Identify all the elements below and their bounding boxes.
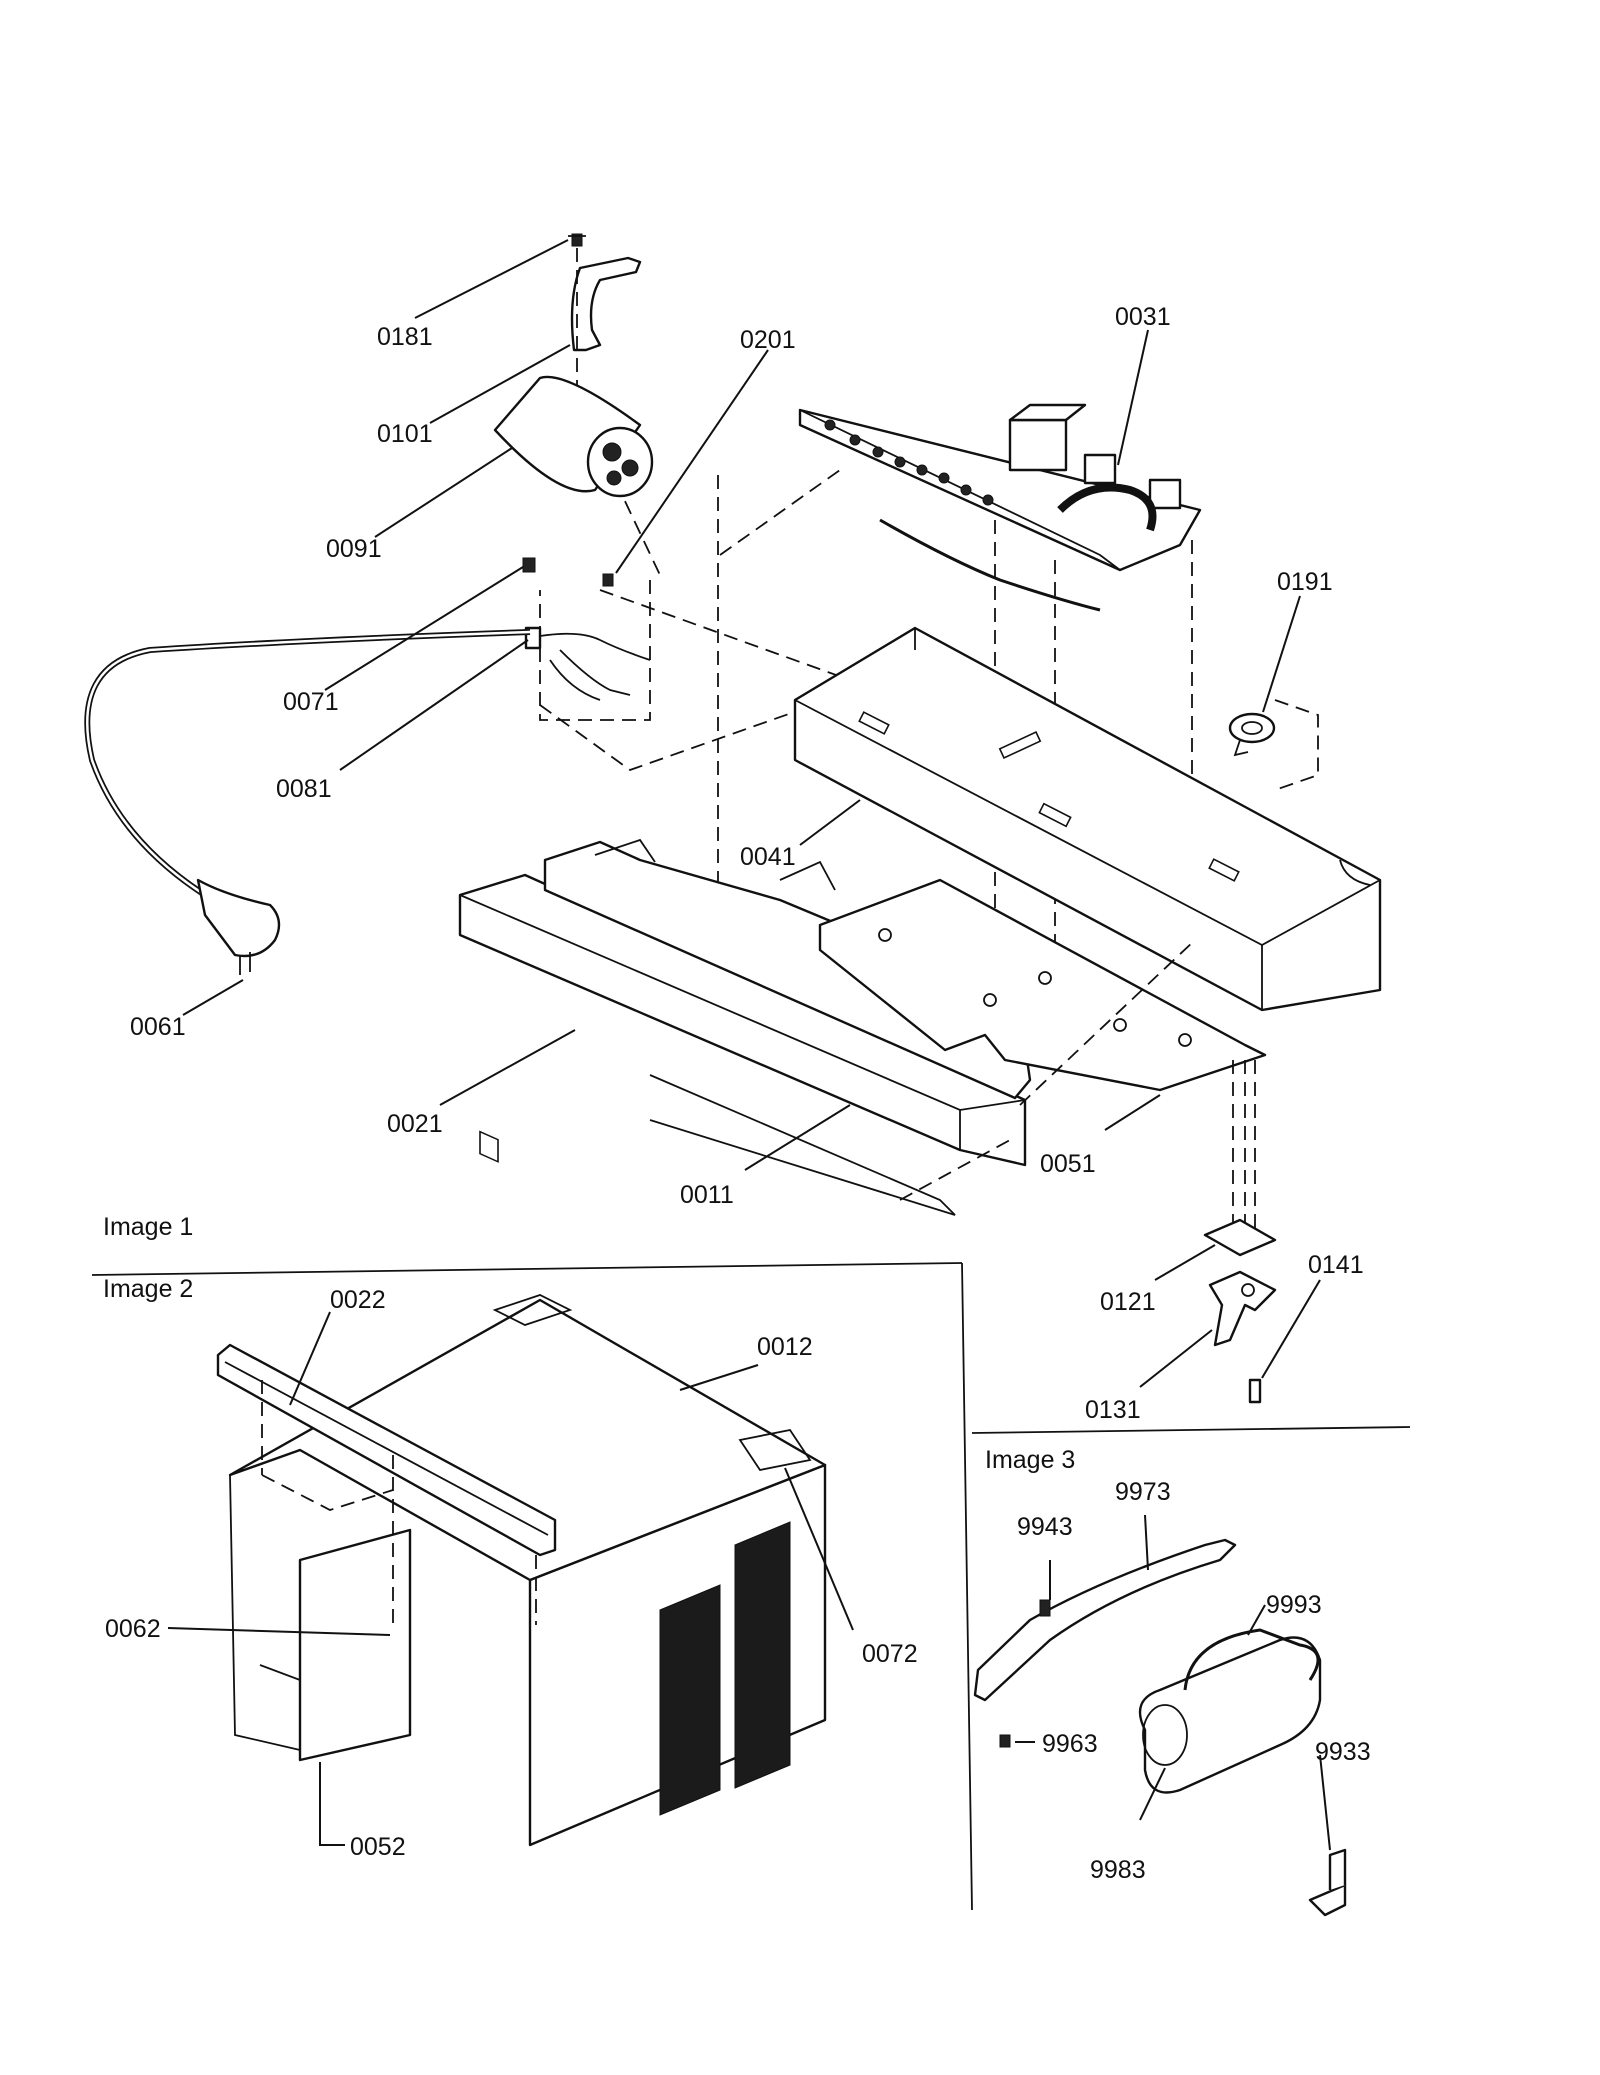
label-0012: 0012 (757, 1333, 813, 1361)
screw-9963 (999, 1734, 1011, 1748)
label-0101: 0101 (377, 420, 433, 448)
mounting-plate-0051 (818, 878, 1267, 1092)
bracket-9933 (1308, 1848, 1347, 1917)
part-labels: 0181 0101 0091 0201 0031 0191 0071 0081 … (105, 303, 1371, 1884)
divider-image2-image3 (961, 1262, 973, 1911)
leader-lines (167, 239, 1331, 1851)
capacitor-0091 (493, 375, 654, 498)
label-0041: 0041 (740, 843, 796, 871)
plug-0061 (196, 878, 281, 975)
label-0052: 0052 (350, 1833, 406, 1861)
label-0071: 0071 (283, 688, 339, 716)
screw-0141 (1248, 1378, 1262, 1404)
label-0091: 0091 (326, 535, 382, 563)
label-0121: 0121 (1100, 1288, 1156, 1316)
bracket-0131 (1208, 1270, 1277, 1347)
coil-9993 (1183, 1628, 1320, 1691)
power-cord (84, 629, 651, 898)
coil-9983 (1138, 1636, 1322, 1794)
label-0011: 0011 (680, 1181, 734, 1209)
label-9933: 9933 (1315, 1738, 1371, 1766)
cabinet-grille (659, 1521, 791, 1816)
bracket-0101 (570, 256, 642, 352)
label-9963: 9963 (1042, 1730, 1098, 1758)
label-0191: 0191 (1277, 568, 1333, 596)
label-0031: 0031 (1115, 303, 1171, 331)
label-9973: 9973 (1115, 1478, 1171, 1506)
grommet-0191 (1228, 712, 1276, 757)
divider-image1-image2 (91, 1262, 963, 1276)
bezel-0021 (458, 873, 1027, 1167)
pad-0121 (1203, 1218, 1277, 1257)
board-switch-row (824, 419, 994, 506)
screw-0181 (568, 233, 586, 247)
screw-0201 (602, 573, 614, 587)
cabinet-0012 (228, 1294, 827, 1847)
label-0061: 0061 (130, 1013, 186, 1041)
screw-9943 (1039, 1599, 1051, 1617)
label-0181: 0181 (377, 323, 433, 351)
section-label-image-2: Image 2 (103, 1275, 193, 1303)
label-0131: 0131 (1085, 1396, 1141, 1424)
label-0072: 0072 (862, 1640, 918, 1668)
rail-0022 (216, 1343, 557, 1557)
control-housing-0041 (793, 626, 1382, 1012)
side-panel-0052 (298, 1528, 412, 1762)
label-9943: 9943 (1017, 1513, 1073, 1541)
section-label-image-3: Image 3 (985, 1446, 1075, 1474)
label-0141: 0141 (1308, 1251, 1364, 1279)
label-0051: 0051 (1040, 1150, 1096, 1178)
guide-0181 (576, 248, 661, 576)
strap-9973 (973, 1538, 1237, 1702)
divider-image3-top (971, 1426, 1411, 1434)
label-0062: 0062 (105, 1615, 161, 1643)
control-board-0031 (798, 403, 1202, 612)
label-0022: 0022 (330, 1286, 386, 1314)
label-0081: 0081 (276, 775, 332, 803)
label-9993: 9993 (1266, 1591, 1322, 1619)
section-label-image-1: Image 1 (103, 1213, 193, 1241)
screw-0071 (522, 557, 536, 573)
label-0201: 0201 (740, 326, 796, 354)
label-9983: 9983 (1090, 1856, 1146, 1884)
bezel-button-row (479, 1130, 499, 1163)
label-0021: 0021 (387, 1110, 443, 1138)
